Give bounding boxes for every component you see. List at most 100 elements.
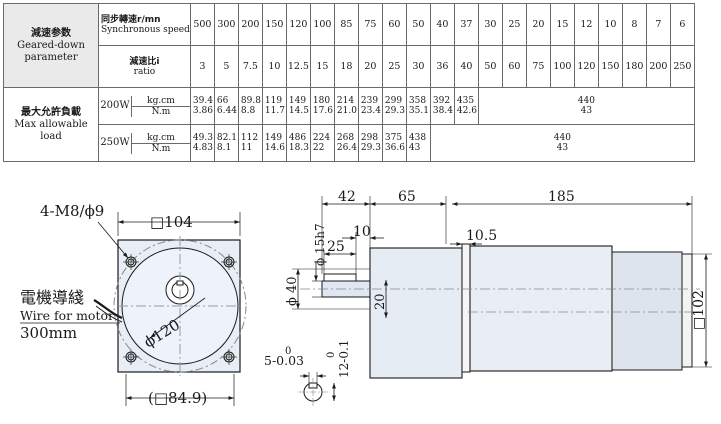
- param-label-en-1: Geared-down: [17, 39, 85, 51]
- ratio-cell: 5: [213, 45, 239, 88]
- key-depth-label: 12-0.1: [337, 340, 351, 378]
- speed-row: 減速参数 Geared-down parameter 同步轉速r/mn Sync…: [3, 3, 695, 88]
- load-nm-value: 4.83: [192, 143, 213, 153]
- load-header-cell: 最大允許負載 Max allowable load: [3, 87, 99, 162]
- load-label-en-2: load: [40, 130, 62, 142]
- speed-cell: 150: [261, 3, 287, 46]
- unit-kgcm-label: kg.cm: [132, 133, 190, 144]
- key-width-label: 5-0.03: [264, 353, 304, 368]
- load-constant-kgcm: 440: [553, 133, 571, 143]
- ratio-cell: 7.5: [237, 45, 263, 88]
- speed-label-en: Synchronous speed: [101, 24, 190, 35]
- dim-25-label: 25: [327, 239, 345, 255]
- load-nm-value: 18.3: [288, 143, 309, 153]
- load-kgcm-value: 358: [408, 96, 427, 106]
- shaft-key: [323, 273, 357, 282]
- dim-185-label: 185: [548, 189, 575, 205]
- keyway-detail: [298, 372, 336, 406]
- load-nm-value: 3.86: [192, 106, 213, 116]
- dim-65-label: 65: [398, 189, 416, 205]
- load-kgcm-value: 112: [240, 133, 259, 143]
- load-kgcm-value: 299: [384, 96, 403, 106]
- mount-hole-icon: [123, 254, 139, 270]
- load-kgcm-value: 214: [336, 96, 355, 106]
- load-kgcm-value: 435: [456, 96, 475, 106]
- speed-cell: 300: [213, 3, 239, 46]
- load-kgcm-value: 375: [384, 133, 403, 143]
- load-kgcm-value: 149: [288, 96, 307, 106]
- load-kgcm-value: 119: [264, 96, 283, 106]
- motor-body: [469, 245, 613, 372]
- load-kgcm-value: 438: [408, 133, 427, 143]
- speed-cell: 6: [669, 3, 695, 46]
- load-constant-nm: 43: [580, 106, 593, 116]
- ratio-cell: 180: [621, 45, 647, 88]
- front-view: [93, 212, 247, 406]
- load-kgcm-value: 268: [336, 133, 355, 143]
- dim-102-label: □102: [691, 290, 707, 330]
- unit-kgcm-label: kg.cm: [132, 96, 190, 107]
- load-nm-value: 11: [240, 143, 253, 153]
- spec-table: 減速参数 Geared-down parameter 同步轉速r/mn Sync…: [3, 3, 695, 162]
- speed-cell: 85: [333, 3, 359, 46]
- load-kgcm-value: 298: [360, 133, 379, 143]
- load-nm-value: 14.5: [288, 106, 309, 116]
- mount-holes-label: 4-M8/ϕ9: [40, 202, 104, 220]
- motor-wire: [93, 299, 123, 320]
- load-constant-kgcm: 440: [577, 96, 595, 106]
- dim-42-label: 42: [338, 189, 356, 205]
- load-nm-value: 11.7: [264, 106, 285, 116]
- load-nm-value: 36.6: [384, 143, 405, 153]
- load-nm-value: 8.1: [216, 143, 232, 153]
- load-nm-value: 42.6: [456, 106, 477, 116]
- load-kgcm-value: 486: [288, 133, 307, 143]
- load-nm-value: 22: [312, 143, 325, 153]
- ratio-cell: 30: [405, 45, 431, 88]
- ratio-cell: 100: [549, 45, 575, 88]
- load-kgcm-value: 89.8: [240, 96, 261, 106]
- ratio-label-en: ratio: [133, 66, 156, 77]
- dim-10-5-label: 10.5: [466, 228, 497, 244]
- load-nm-value: 8.8: [240, 106, 256, 116]
- speed-cell: 37: [453, 3, 479, 46]
- param-label-en-2: parameter: [24, 51, 78, 63]
- load-nm-value: 21.0: [336, 106, 357, 116]
- wire-length-label: 300mm: [20, 324, 77, 342]
- body-square-label: (□84.9): [148, 389, 207, 407]
- key-depth-zero: 0: [326, 352, 337, 358]
- power-label: 250W: [100, 137, 130, 148]
- unit-nm-label: N.m: [151, 143, 171, 154]
- load-kgcm-value: 224: [312, 133, 331, 143]
- mount-hole-icon: [221, 349, 237, 365]
- load-nm-value: 43: [408, 143, 421, 153]
- ratio-cell: 12.5: [285, 45, 311, 88]
- param-label-cn: 減速参数: [31, 27, 71, 39]
- param-header-cell: 減速参数 Geared-down parameter: [3, 3, 99, 88]
- load-kgcm-value: 39.4: [192, 96, 213, 106]
- load-label-cn: 最大允許負載: [21, 106, 81, 118]
- load-kgcm-value: 66: [216, 96, 229, 106]
- ratio-cell: 10: [261, 45, 287, 88]
- pilot-dia-label: ϕ 40: [285, 276, 300, 306]
- dim-20-label: 20: [373, 293, 388, 310]
- power-label: 200W: [100, 100, 130, 111]
- load-nm-value: 29.3: [360, 143, 381, 153]
- load-kgcm-value: 149: [264, 133, 283, 143]
- load-kgcm-value: 392: [432, 96, 451, 106]
- load-kgcm-value: 239: [360, 96, 379, 106]
